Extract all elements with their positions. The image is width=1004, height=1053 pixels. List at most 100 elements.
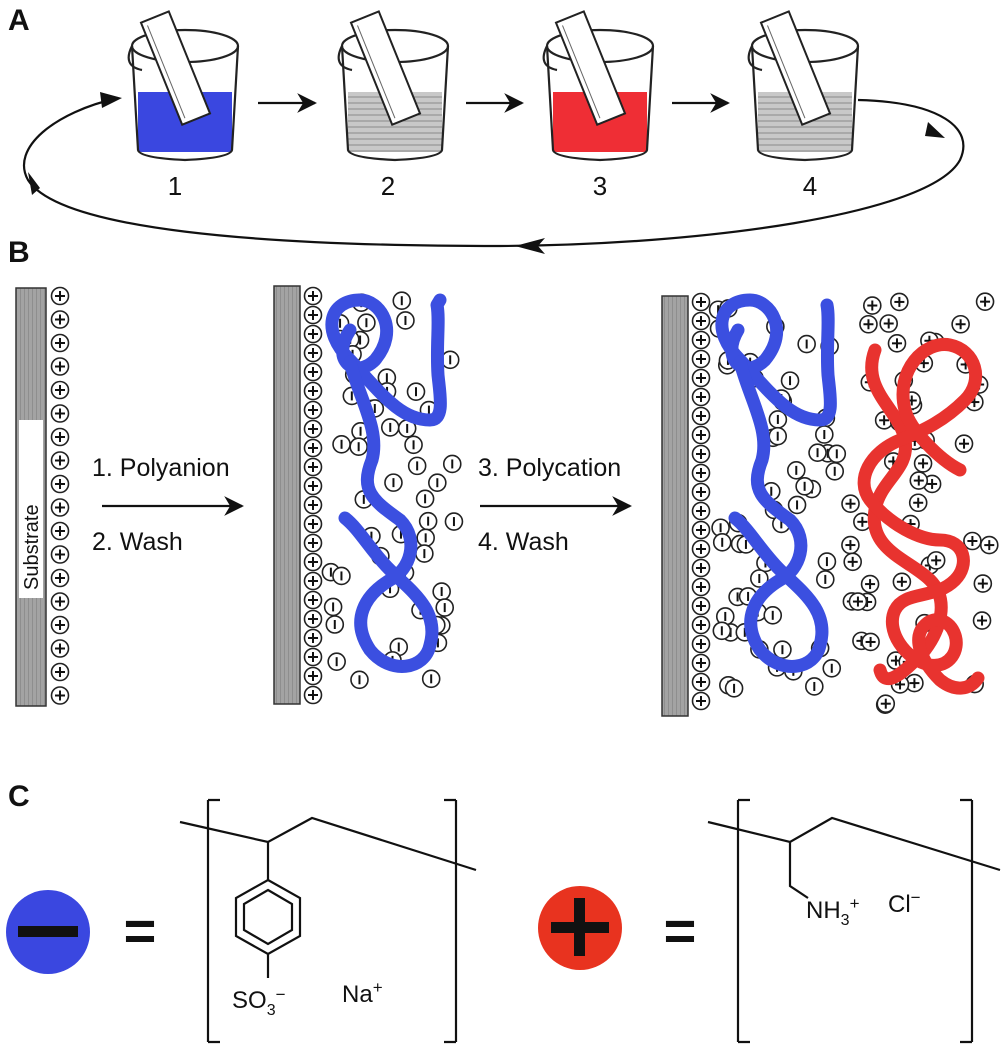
cation-symbol (843, 552, 862, 572)
panel-c-label: C (8, 780, 30, 813)
cation-symbol (841, 494, 860, 514)
cation-symbol (303, 552, 323, 572)
cation-symbol (303, 590, 323, 610)
cation-symbol (909, 471, 929, 490)
anion-symbol (357, 313, 376, 332)
surface-charges-bare (50, 286, 70, 705)
substrate-label: Substrate (21, 504, 43, 590)
cation-symbol (303, 400, 323, 420)
cation-symbol (303, 324, 323, 344)
anion-symbol (795, 477, 814, 496)
beaker-2 (337, 10, 450, 162)
cation-symbol (879, 314, 898, 333)
cation-symbol (303, 343, 323, 363)
anion-symbol (724, 679, 744, 698)
cation-symbol (50, 545, 70, 564)
anion-symbol (817, 552, 837, 571)
benzene-inner-ring (242, 888, 294, 946)
cation-symbol (975, 292, 995, 311)
cation-symbol (691, 482, 711, 502)
anion-symbol (384, 473, 403, 492)
anion-symbol (825, 462, 845, 481)
cation-symbol (691, 406, 711, 426)
polyanion-chain-1a (325, 293, 447, 427)
anion-symbol (418, 511, 438, 531)
equals-sign-cation: = (664, 899, 697, 962)
bracket-right-anion (444, 798, 458, 1044)
cation-symbol (972, 611, 992, 630)
cation-symbol (303, 419, 323, 439)
anion-symbol (715, 607, 735, 626)
step-polycation: 3. Polycation (478, 454, 621, 482)
cation-symbol (303, 685, 323, 705)
panel-a-label: A (8, 4, 30, 37)
chloride-label: Cl− (888, 888, 921, 918)
cation-symbol (908, 493, 928, 513)
anion-symbol (763, 606, 783, 625)
cation-symbol (860, 574, 880, 594)
cation-symbol (841, 535, 860, 555)
anion-symbol (827, 444, 847, 464)
anion-symbol (332, 566, 351, 586)
cation-symbol (50, 686, 70, 705)
polyanion-chain-2b (728, 355, 829, 673)
anion-symbol (805, 677, 824, 696)
cation-symbol (50, 662, 70, 682)
cation-symbol (853, 512, 872, 532)
beaker-3 (542, 10, 655, 162)
cation-symbol (303, 457, 323, 477)
bracket-left-cation (736, 798, 750, 1044)
cation-symbol (691, 672, 711, 692)
cation-symbol (863, 296, 882, 315)
anion-symbol (421, 669, 441, 689)
cation-symbol (951, 314, 970, 334)
anion-symbol (349, 437, 368, 457)
step-wash-1: 2. Wash (92, 528, 183, 556)
anion-symbol (415, 489, 435, 509)
anion-symbol (808, 443, 827, 462)
anion-symbol (377, 368, 397, 388)
anion-symbol (323, 597, 343, 617)
cation-symbol (303, 666, 323, 686)
cation-symbol (691, 615, 711, 635)
step-wash-2: 4. Wash (478, 528, 569, 556)
anion-symbol (432, 582, 451, 601)
cation-symbol (926, 551, 946, 570)
cation-backbone (707, 816, 1001, 872)
cation-symbol (50, 568, 70, 588)
cation-symbol (50, 639, 70, 658)
cation-symbol (691, 634, 711, 654)
cation-symbol (913, 454, 933, 473)
step-polyanion: 1. Polyanion (92, 454, 230, 482)
cation-symbol (50, 310, 70, 329)
anion-symbol (773, 640, 792, 659)
polyanion-chain-1b (338, 355, 439, 673)
anion-symbol (407, 456, 427, 476)
beaker-1-slide (139, 10, 212, 126)
cation-symbol (303, 362, 323, 382)
cation-symbol (973, 574, 993, 593)
polyanion-chain-2a (715, 293, 837, 427)
anion-symbol (442, 454, 462, 474)
anion-symbol (440, 350, 460, 370)
cycle-arrowhead-top (100, 92, 122, 108)
cation-symbol (303, 609, 323, 629)
cation-symbol (691, 463, 711, 483)
cation-side-chain (788, 842, 809, 899)
sulfonate-label: SO3− (232, 985, 286, 1019)
cation-symbol (691, 444, 711, 464)
cation-symbol (691, 577, 711, 597)
cation-symbol (691, 349, 711, 369)
cation-symbol (979, 535, 999, 555)
anion-symbol (822, 658, 842, 678)
anion-symbol (406, 382, 426, 401)
cation-symbol (848, 592, 868, 611)
anion-symbol (712, 621, 732, 641)
anion-symbol (712, 533, 732, 552)
cation-symbol (50, 380, 70, 400)
beaker-4 (747, 10, 860, 162)
anion-backbone (179, 816, 477, 872)
cation-symbol (691, 501, 711, 521)
cation-symbol (859, 314, 878, 334)
